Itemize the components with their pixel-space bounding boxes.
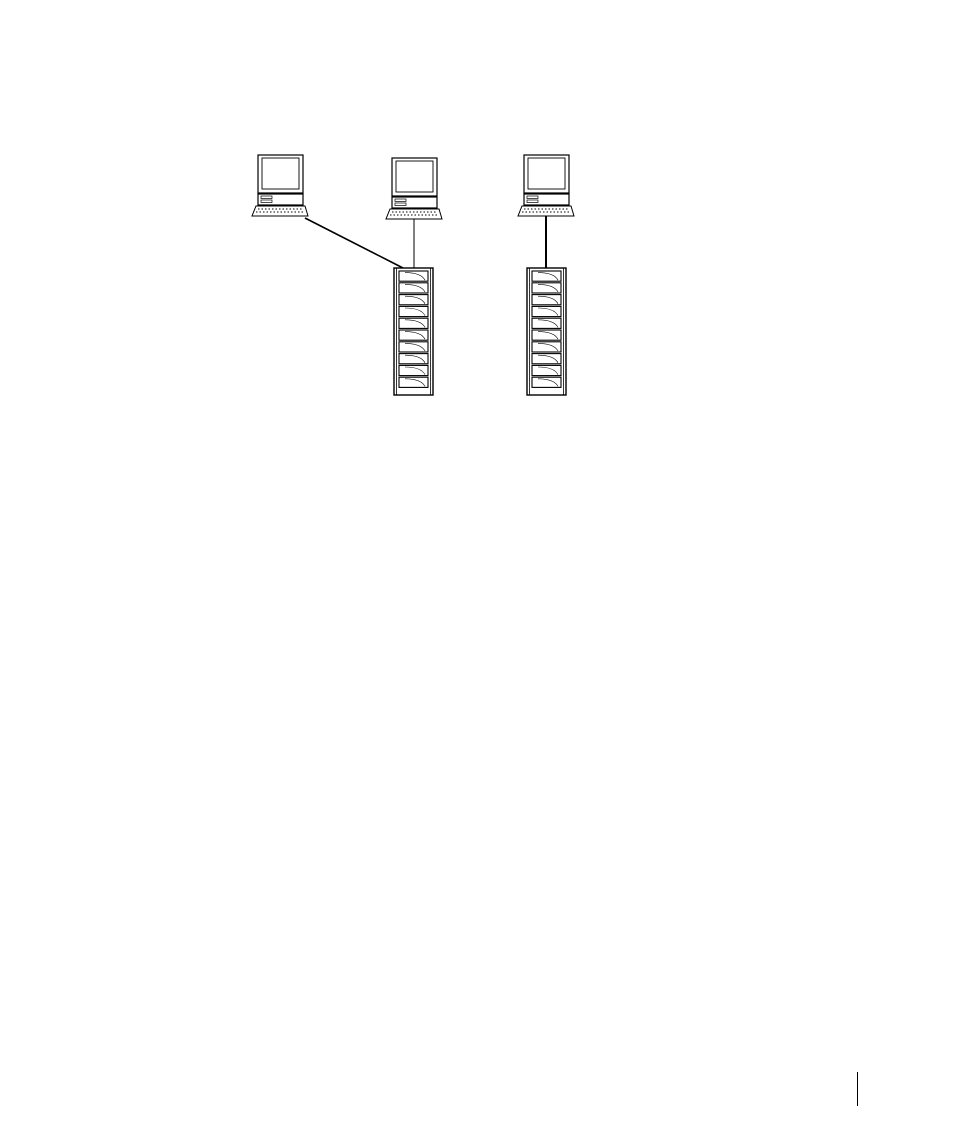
drive-slot — [399, 342, 428, 352]
drive-slot — [399, 306, 428, 316]
drive-slot — [532, 271, 561, 281]
page-margin-rule — [857, 1072, 858, 1106]
drive-slot — [399, 283, 428, 293]
drive-slot — [532, 318, 561, 328]
drive-slot — [532, 342, 561, 352]
desktop-computer-icon — [386, 158, 442, 219]
workstation-1 — [252, 155, 308, 216]
drive-slot — [399, 295, 428, 305]
drive-slot — [532, 283, 561, 293]
drive-slot — [532, 377, 561, 387]
drive-slot — [532, 365, 561, 375]
workstation-2 — [386, 158, 442, 219]
drive-slot — [532, 330, 561, 340]
storage-array-1 — [394, 268, 433, 395]
disk-array-icon — [527, 268, 566, 395]
workstation-3 — [518, 155, 574, 216]
storage-array-2 — [527, 268, 566, 395]
drive-slot — [399, 377, 428, 387]
drive-slot — [399, 354, 428, 364]
drive-slot — [399, 365, 428, 375]
drive-slot — [532, 295, 561, 305]
desktop-computer-icon — [518, 155, 574, 216]
drive-slot — [532, 306, 561, 316]
drive-slot — [532, 354, 561, 364]
drive-slot — [399, 318, 428, 328]
disk-array-icon — [394, 268, 433, 395]
desktop-computer-icon — [252, 155, 308, 216]
drive-slot — [399, 330, 428, 340]
drive-slot — [399, 271, 428, 281]
connection-line-ws1-array1 — [305, 218, 403, 268]
